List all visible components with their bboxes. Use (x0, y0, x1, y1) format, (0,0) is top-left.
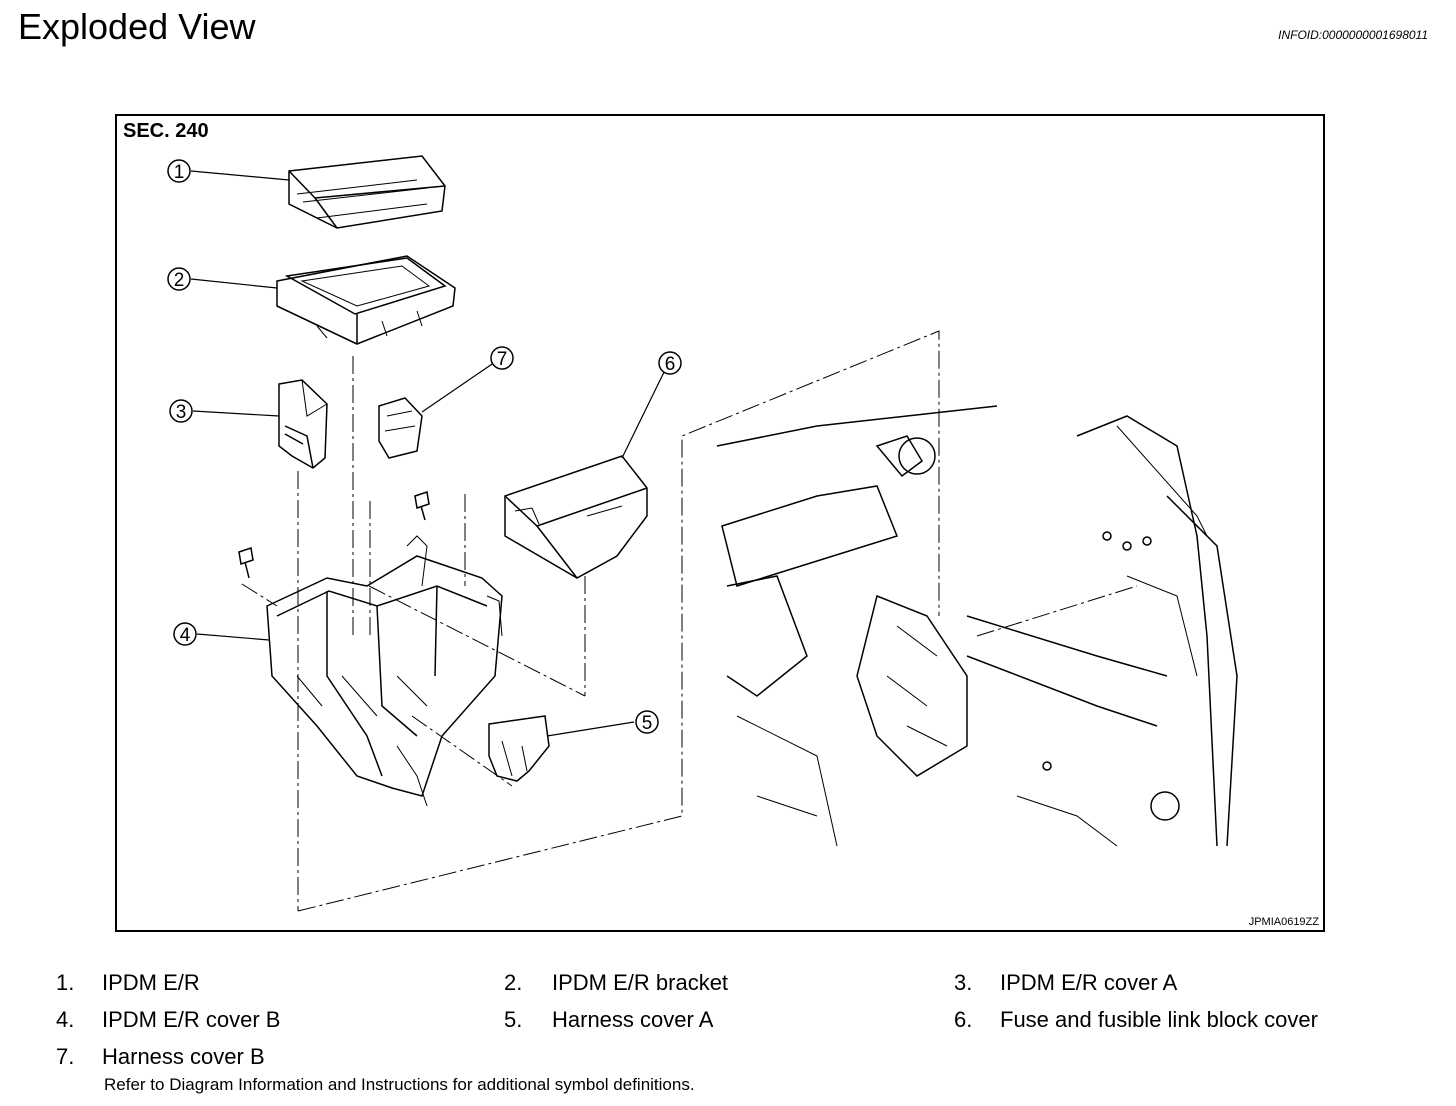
svg-text:5: 5 (642, 713, 653, 734)
legend-label-1: IPDM E/R (102, 970, 200, 995)
part-ipdm-er-cover-b (266, 535, 503, 807)
part-ipdm-er-cover-a (278, 379, 328, 469)
svg-text:4: 4 (180, 625, 191, 646)
vehicle-engine-bay (716, 396, 1238, 847)
callout-6: 6 (658, 351, 682, 375)
info-id: INFOID:0000000001698011 (1278, 28, 1428, 42)
legend-num-7: 7. (56, 1044, 75, 1069)
callout-1: 1 (167, 159, 191, 183)
exploded-view-drawing: 1 2 3 4 5 6 7 (167, 155, 1238, 912)
legend-num-2: 2. (504, 970, 523, 995)
callout-4: 4 (173, 622, 197, 646)
callout-3: 3 (169, 399, 193, 423)
legend-label-7: Harness cover B (102, 1044, 265, 1069)
svg-text:1: 1 (174, 162, 185, 183)
legend-label-6: Fuse and fusible link block cover (1000, 1007, 1318, 1032)
svg-text:3: 3 (176, 402, 187, 423)
legend-num-3: 3. (954, 970, 973, 995)
legend-label-5: Harness cover A (552, 1007, 714, 1032)
part-ipdm-er (288, 155, 446, 229)
exploded-view-figure: 1 2 3 4 5 6 7 SEC. 240 JPMIA0619ZZ (115, 114, 1325, 932)
leader-lines (190, 170, 668, 737)
callout-7: 7 (490, 346, 514, 370)
callout-5: 5 (635, 710, 659, 734)
page-title: Exploded View (18, 6, 256, 47)
legend-label-3: IPDM E/R cover A (1000, 970, 1178, 995)
callouts: 1 2 3 4 5 6 7 (167, 159, 682, 734)
section-label: SEC. 240 (123, 120, 209, 142)
figure-id: JPMIA0619ZZ (1248, 916, 1319, 928)
callout-2: 2 (167, 267, 191, 291)
bolts (238, 491, 430, 579)
svg-text:7: 7 (497, 349, 508, 370)
footnote: Refer to Diagram Information and Instruc… (104, 1075, 695, 1094)
part-harness-cover-a (488, 715, 550, 782)
part-fuse-block-cover (504, 455, 648, 579)
alignment-lines (241, 330, 1138, 912)
legend-label-2: IPDM E/R bracket (552, 970, 729, 995)
part-ipdm-er-bracket (276, 255, 456, 345)
legend-num-5: 5. (504, 1007, 523, 1032)
legend-num-1: 1. (56, 970, 75, 995)
legend-num-6: 6. (954, 1007, 973, 1032)
svg-text:2: 2 (174, 270, 185, 291)
part-harness-cover-b (378, 397, 423, 459)
legend-num-4: 4. (56, 1007, 75, 1032)
legend-label-4: IPDM E/R cover B (102, 1007, 281, 1032)
svg-text:6: 6 (665, 354, 676, 375)
